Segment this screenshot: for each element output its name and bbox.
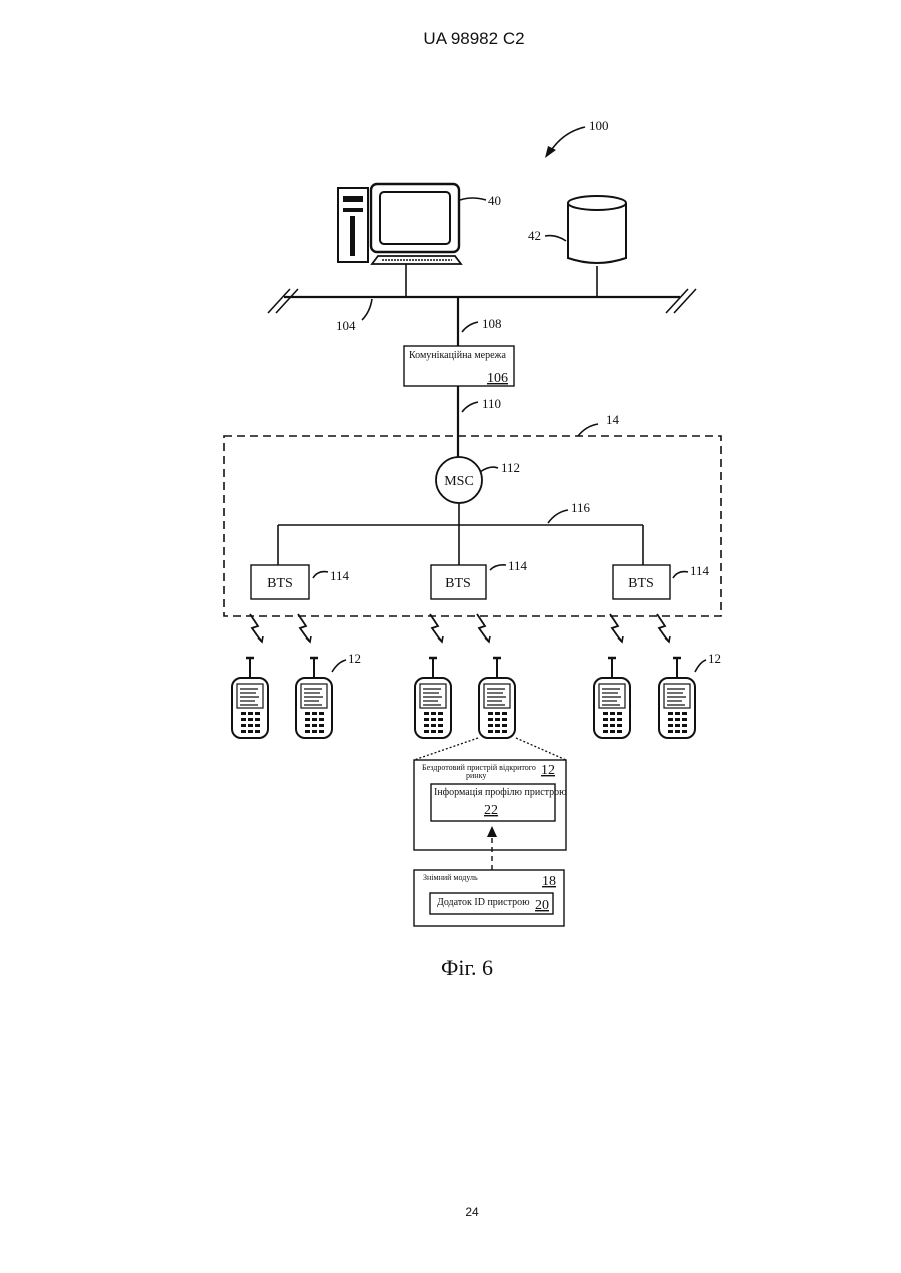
- bts-right-label: BTS: [628, 576, 654, 591]
- wireless-device-1: [232, 658, 268, 738]
- ref-lan-leader: [362, 299, 372, 320]
- ref-backbone: 116: [571, 500, 591, 515]
- wireless-link-2: [298, 614, 311, 642]
- ref-devices-left-leader: [332, 660, 346, 672]
- wireless-device-5: [594, 658, 630, 738]
- device-id-app-ref: 20: [535, 898, 549, 913]
- ref-bts-right-leader: [673, 572, 688, 578]
- comm-network-label: Комунікаційна мережа: [409, 350, 506, 361]
- bts-left-label: BTS: [267, 576, 293, 591]
- wireless-device-4: [479, 658, 515, 738]
- bts-left-ref: 114: [330, 568, 350, 583]
- ref-devices-right-leader: [695, 660, 706, 672]
- ref-computer: 40: [488, 193, 501, 208]
- wireless-link-4: [477, 614, 490, 642]
- wireless-link-5: [610, 614, 623, 642]
- bts-center-label: BTS: [445, 576, 471, 591]
- bts-center-ref: 114: [508, 558, 528, 573]
- wireless-link-1: [250, 614, 263, 642]
- callout-line-left: [414, 738, 478, 760]
- wireless-device-6: [659, 658, 695, 738]
- ref-backbone-leader: [548, 510, 568, 523]
- wireless-device-2: [296, 658, 332, 738]
- ref-link-108: 108: [482, 316, 502, 331]
- wireless-link-6: [657, 614, 670, 642]
- device-box-ref: 12: [541, 763, 555, 778]
- msc-ref: 112: [501, 460, 520, 475]
- ref-system-arrow: [550, 127, 585, 152]
- msc-label: MSC: [444, 474, 474, 489]
- figure-caption: Фіг. 6: [441, 955, 493, 980]
- ref-system-arrowhead: [545, 146, 556, 158]
- bts-right-ref: 114: [690, 563, 710, 578]
- ref-computer-leader: [460, 198, 486, 200]
- module-box-title: Знімний модуль: [423, 873, 478, 882]
- wireless-link-3: [430, 614, 443, 642]
- ref-bts-center-leader: [490, 565, 506, 570]
- device-profile-ref: 22: [484, 803, 498, 818]
- ref-devices-left: 12: [348, 651, 361, 666]
- database-icon: [568, 196, 626, 263]
- ref-108-leader: [462, 322, 478, 332]
- ref-carrier-network: 14: [606, 412, 620, 427]
- wireless-device-3: [415, 658, 451, 738]
- comm-network-ref: 106: [487, 371, 508, 386]
- ref-database: 42: [528, 228, 541, 243]
- device-box-title-line2: ринку: [466, 771, 486, 780]
- ref-bts-left-leader: [313, 572, 328, 578]
- module-box-ref: 18: [542, 874, 556, 889]
- page-number: 24: [465, 1205, 479, 1219]
- ref-110-leader: [462, 402, 478, 412]
- computer-icon: [338, 184, 461, 264]
- ref-carrier-leader: [578, 424, 598, 436]
- device-profile-label: Інформація профілю пристрою: [434, 787, 567, 798]
- device-id-app-label: Додаток ID пристрою: [437, 897, 530, 908]
- ref-link-110: 110: [482, 396, 501, 411]
- ref-lan: 104: [336, 318, 356, 333]
- ref-system: 100: [589, 118, 609, 133]
- ref-database-leader: [545, 236, 566, 241]
- ref-msc-leader: [480, 467, 498, 472]
- callout-line-right: [516, 738, 566, 760]
- ref-devices-right: 12: [708, 651, 721, 666]
- patent-id: UA 98982 C2: [423, 29, 524, 48]
